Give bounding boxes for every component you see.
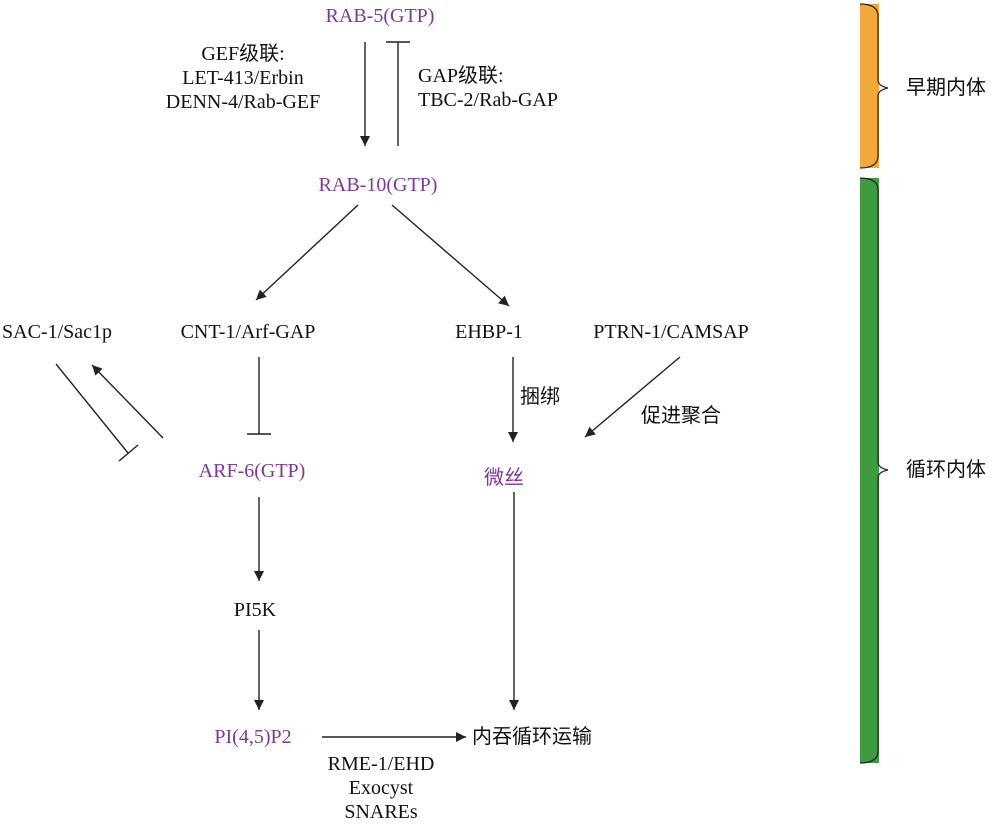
microfilament-node: 微丝 (484, 467, 524, 489)
pi5k-node: PI5K (233, 599, 277, 621)
early-endosome-bar (860, 4, 879, 168)
pip2-node: PI(4,5)P2 (214, 726, 292, 748)
gef-cascade-item-2: DENN-4/Rab-GEF (165, 91, 321, 113)
early-endosome-brace (859, 3, 889, 169)
ehbp1-node: EHBP-1 (455, 321, 523, 343)
bind-label: 捆绑 (520, 386, 560, 408)
ptrn1-node: PTRN-1/CAMSAP (593, 321, 749, 343)
arrow-arf6-to-sac1 (91, 364, 164, 439)
recycling-endosome-label: 循环内体 (906, 459, 986, 481)
gef-cascade-item-1: LET-413/Erbin (182, 67, 304, 89)
gap-cascade-title: GAP级联: (418, 65, 504, 87)
rab5-node: RAB-5(GTP) (325, 5, 435, 27)
recycling-endosome-brace (859, 177, 889, 764)
inhibit-bar-sac1 (118, 444, 139, 462)
arrow-ptrn1-to-microfilament (584, 356, 681, 438)
gef-cascade-label: GEF级联: LET-413/Erbin DENN-4/Rab-GEF (166, 42, 320, 114)
gap-cascade-label: GAP级联: TBC-2/Rab-GAP (418, 64, 558, 112)
gef-cascade-title: GEF级联: (201, 43, 285, 65)
promote-polymerization-label: 促进聚合 (641, 405, 721, 427)
effector-rme1: RME-1/EHD (327, 753, 435, 775)
inhibit-sac1-to-arf6 (55, 363, 129, 454)
recycling-endosome-bar (860, 178, 879, 763)
arrow-rab10-to-ehbp1 (391, 204, 510, 307)
sac1-node: SAC-1/Sac1p (2, 321, 112, 343)
gap-cascade-item-1: TBC-2/Rab-GAP (418, 89, 558, 111)
early-endosome-label: 早期内体 (906, 77, 986, 99)
effectors-label: RME-1/EHD Exocyst SNAREs (328, 752, 435, 824)
arf6-node: ARF-6(GTP) (198, 460, 306, 482)
effector-snares: SNAREs (344, 801, 418, 823)
effector-exocyst: Exocyst (348, 777, 414, 799)
recycling-transport-node: 内吞循环运输 (472, 726, 592, 748)
cnt1-node: CNT-1/Arf-GAP (180, 321, 316, 343)
rab10-node: RAB-10(GTP) (318, 174, 438, 196)
arrow-rab10-to-cnt1 (255, 204, 359, 301)
